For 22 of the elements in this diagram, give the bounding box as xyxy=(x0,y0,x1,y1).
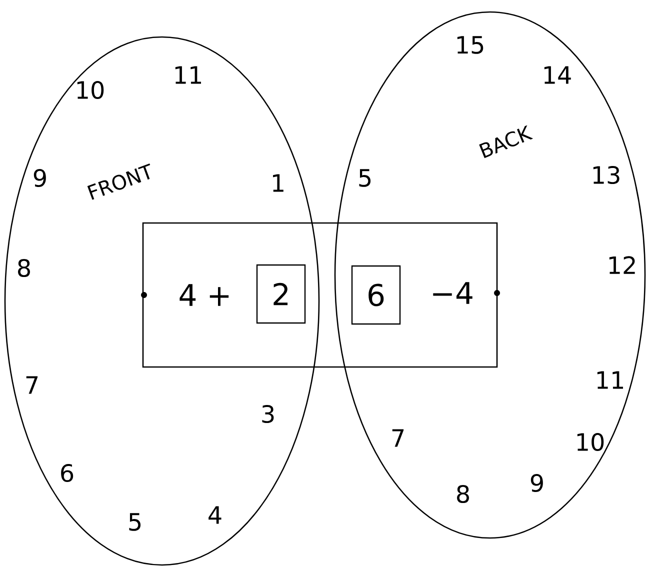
clock-number: 12 xyxy=(609,256,635,274)
number-box: 6 xyxy=(351,265,401,325)
clock-number: 1 xyxy=(273,174,284,192)
clock-number: 5 xyxy=(359,169,371,187)
clock-number: 11 xyxy=(597,371,623,389)
clock-number: 8 xyxy=(18,258,30,278)
clock-number: 6 xyxy=(61,464,74,482)
clock-number: 3 xyxy=(262,404,274,424)
clock-number: 7 xyxy=(26,376,38,394)
clock-number: 10 xyxy=(77,80,104,100)
clock-number: 9 xyxy=(34,168,46,188)
clock-number: 14 xyxy=(544,66,571,84)
clock-number: 8 xyxy=(457,484,469,504)
clock-number: 9 xyxy=(530,474,543,492)
clock-number: 10 xyxy=(577,432,604,452)
clock-number: 4 xyxy=(208,506,222,524)
clock-number: 15 xyxy=(457,36,484,54)
number-box: 2 xyxy=(256,264,306,324)
clock-number: 13 xyxy=(593,166,620,184)
clock-number: 5 xyxy=(129,513,141,531)
clock-number: 7 xyxy=(392,429,404,447)
clock-number: 11 xyxy=(175,66,201,84)
